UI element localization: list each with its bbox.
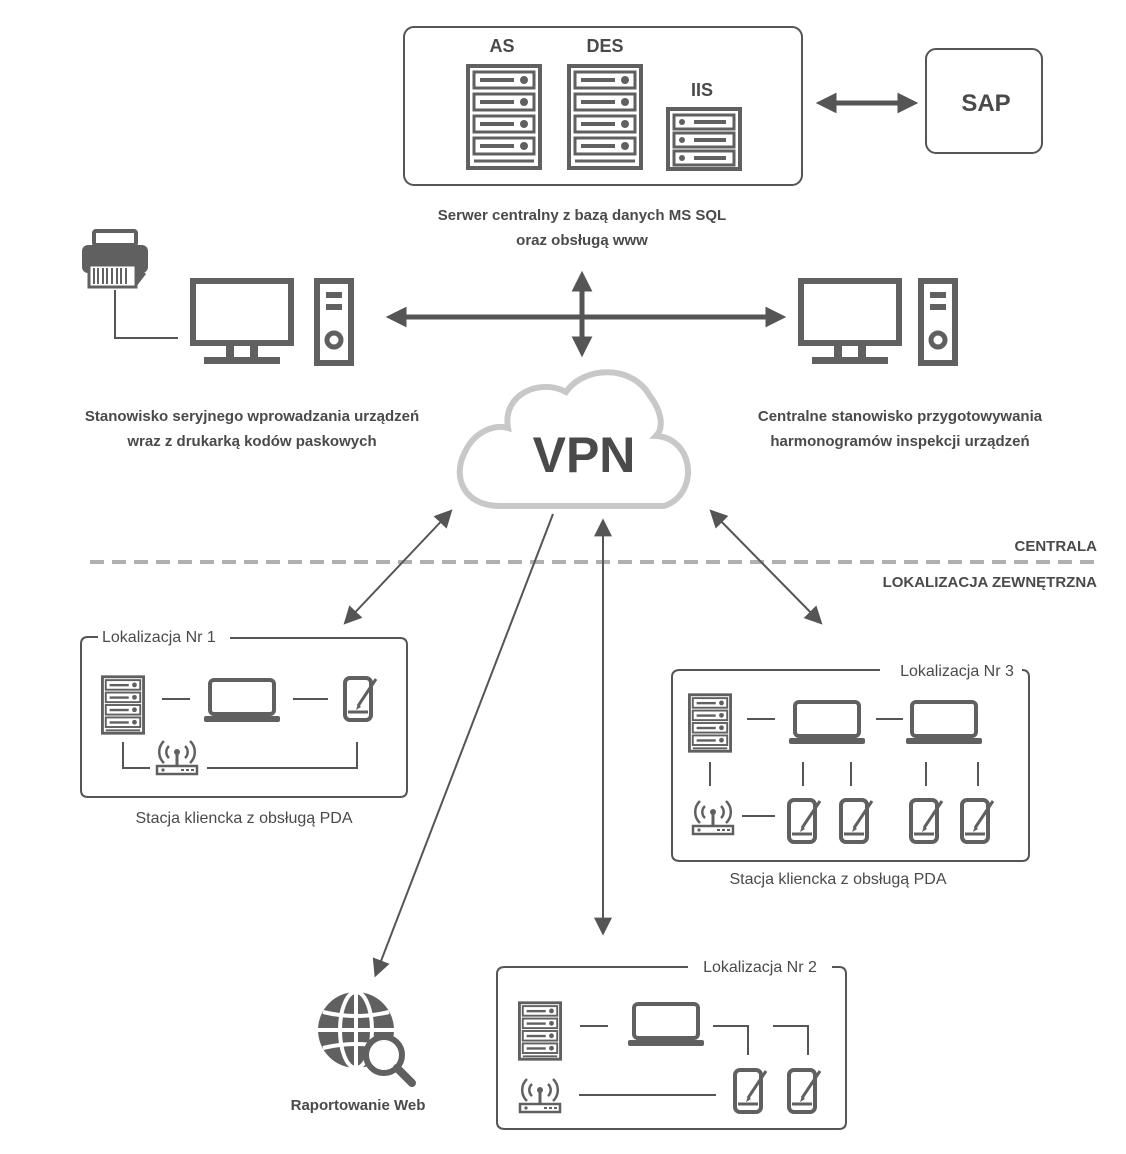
vpn-web-arrow [372,513,554,978]
loc1-pda-icon [343,676,378,722]
vpn-loc3-arrow [709,509,823,625]
vpn-label: VPN [533,427,636,483]
location-1: Lokalizacja Nr 1 [80,629,408,798]
loc3-pda-4-icon [960,798,995,844]
loc2-pda-2-icon [787,1068,822,1114]
vpn-loc1-arrow [343,509,453,625]
server-caption-line2: oraz obsługą www [516,232,648,249]
location-1-title: Lokalizacja Nr 1 [102,629,216,646]
right-station-line1: Centralne stanowisko przygotowywania [758,408,1043,425]
server-caption-line1: Serwer centralny z bazą danych MS SQL [438,207,726,224]
location-3-caption: Stacja kliencka z obsługą PDA [730,871,947,888]
vpn-cloud: VPN [456,369,691,509]
loc1-router-icon [155,739,199,776]
loc1-laptop-icon [204,678,280,724]
zone-central-label: CENTRALA [1015,538,1098,555]
loc2-pda-1-icon [733,1068,768,1114]
location-3-frame [671,669,1030,862]
loc3-pda-3-icon [909,798,944,844]
central-server-group: AS DES IIS [403,26,803,186]
loc2-router-icon [518,1077,562,1114]
printer-connection [114,290,178,339]
loc2-laptop-icon [628,1002,704,1048]
loc1-server-icon [101,675,145,735]
location-2: Lokalizacja Nr 2 [496,959,847,1130]
left-station-line2: wraz z drukarką kodów paskowych [126,433,376,450]
iis-label: IIS [691,80,713,100]
location-3-title: Lokalizacja Nr 3 [900,663,1014,680]
loc2-server-icon [518,1001,562,1061]
printer-icon [82,229,148,289]
left-station-line1: Stanowisko seryjnego wprowadzania urządz… [85,408,419,425]
as-label: AS [489,36,514,56]
web-report-globe-icon [318,990,416,1087]
location-1-caption: Stacja kliencka z obsługą PDA [136,810,353,827]
sap-box [925,48,1043,154]
right-tower-icon [921,281,955,363]
location-3: Lokalizacja Nr 3 [671,663,1030,862]
location-2-title: Lokalizacja Nr 2 [703,959,817,976]
left-station [82,229,351,364]
loc3-server-icon [688,693,732,753]
left-monitor-icon [193,281,291,364]
zone-external-label: LOKALIZACJA ZEWNĘTRZNA [883,574,1098,591]
loc3-laptop-1-icon [789,700,865,746]
location-2-frame [496,966,847,1130]
location-1-frame [80,636,408,798]
loc3-laptop-2-icon [906,700,982,746]
loc3-router-icon [691,799,735,836]
loc3-pda-1-icon [787,798,822,844]
right-station [801,281,955,364]
web-report-label: Raportowanie Web [291,1097,426,1114]
sap-label: SAP [961,90,1010,117]
des-label: DES [586,36,623,56]
right-monitor-icon [801,281,899,364]
left-tower-icon [317,281,351,363]
right-station-line2: harmonogramów inspekcji urządzeń [770,433,1029,450]
loc3-pda-2-icon [839,798,874,844]
